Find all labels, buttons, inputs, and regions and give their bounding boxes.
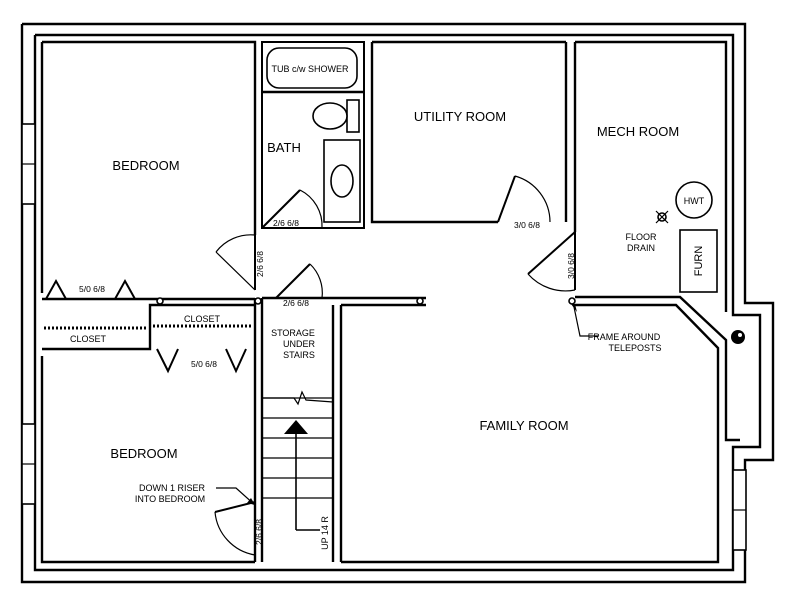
interior-walls bbox=[40, 40, 740, 564]
fixture-label-floor-drain-1: FLOOR bbox=[625, 232, 657, 242]
room-label-mech: MECH ROOM bbox=[597, 124, 679, 139]
room-label-closet-center: CLOSET bbox=[184, 314, 221, 324]
door-label-mech: 3/0 6/8 bbox=[566, 253, 576, 279]
telepost-leader-arrow bbox=[571, 304, 598, 337]
fixture-label-floor-drain-2: DRAIN bbox=[627, 243, 655, 253]
note-teleposts-1: FRAME AROUND bbox=[588, 332, 661, 342]
door-label-utility: 3/0 6/8 bbox=[514, 220, 540, 230]
bifold-door-center-closet[interactable] bbox=[156, 348, 247, 374]
staircase bbox=[262, 390, 334, 531]
door-mech[interactable] bbox=[527, 231, 576, 292]
door-label-bedroom-top: 2/6 6/8 bbox=[255, 251, 265, 277]
fixture-label-hwt: HWT bbox=[684, 196, 705, 206]
door-bath[interactable] bbox=[261, 189, 323, 229]
window-bedroom-bottom bbox=[21, 423, 36, 505]
floor-drain-icon bbox=[655, 210, 669, 224]
furnace bbox=[679, 229, 718, 293]
door-label-bath: 2/6 6/8 bbox=[273, 218, 299, 228]
bifold-door-top-closet[interactable] bbox=[45, 278, 136, 300]
door-storage[interactable] bbox=[275, 263, 323, 299]
window-family-room bbox=[732, 469, 747, 551]
toilet bbox=[312, 99, 360, 133]
door-label-bedroom-bottom: 2/6 6/8 bbox=[254, 519, 264, 545]
room-label-utility: UTILITY ROOM bbox=[414, 109, 506, 124]
telepost-markers bbox=[156, 297, 576, 305]
fixture-label-tub: TUB c/w SHOWER bbox=[271, 64, 349, 74]
door-label-closet-top: 5/0 6/8 bbox=[79, 284, 105, 294]
door-label-closet-bottom: 5/0 6/8 bbox=[191, 359, 217, 369]
room-label-storage-2: UNDER bbox=[283, 339, 316, 349]
note-stairs: UP 14 R bbox=[320, 516, 330, 550]
door-bedroom-top[interactable] bbox=[215, 234, 256, 291]
fixture-label-furn: FURN bbox=[693, 246, 705, 277]
room-label-bedroom-bottom: BEDROOM bbox=[110, 446, 177, 461]
room-label-closet-left: CLOSET bbox=[70, 334, 107, 344]
room-label-bedroom-top: BEDROOM bbox=[112, 158, 179, 173]
vanity-sink bbox=[323, 139, 361, 223]
room-label-storage-3: STAIRS bbox=[283, 350, 315, 360]
note-riser-2: INTO BEDROOM bbox=[135, 494, 205, 504]
note-teleposts-2: TELEPOSTS bbox=[608, 343, 661, 353]
riser-leader-arrow bbox=[216, 487, 256, 506]
window-bedroom-top bbox=[21, 123, 36, 205]
exterior-wall bbox=[20, 22, 775, 584]
room-label-storage-1: STORAGE bbox=[271, 328, 315, 338]
door-label-storage: 2/6 6/8 bbox=[283, 298, 309, 308]
floor-drain-corner-icon bbox=[731, 330, 745, 344]
door-utility[interactable] bbox=[497, 175, 551, 223]
room-label-bath: BATH bbox=[267, 140, 301, 155]
hot-water-tank bbox=[675, 181, 713, 219]
door-bedroom-bottom[interactable] bbox=[214, 501, 256, 556]
room-label-family: FAMILY ROOM bbox=[479, 418, 568, 433]
bathtub bbox=[266, 47, 358, 89]
note-riser-1: DOWN 1 RISER bbox=[139, 483, 206, 493]
